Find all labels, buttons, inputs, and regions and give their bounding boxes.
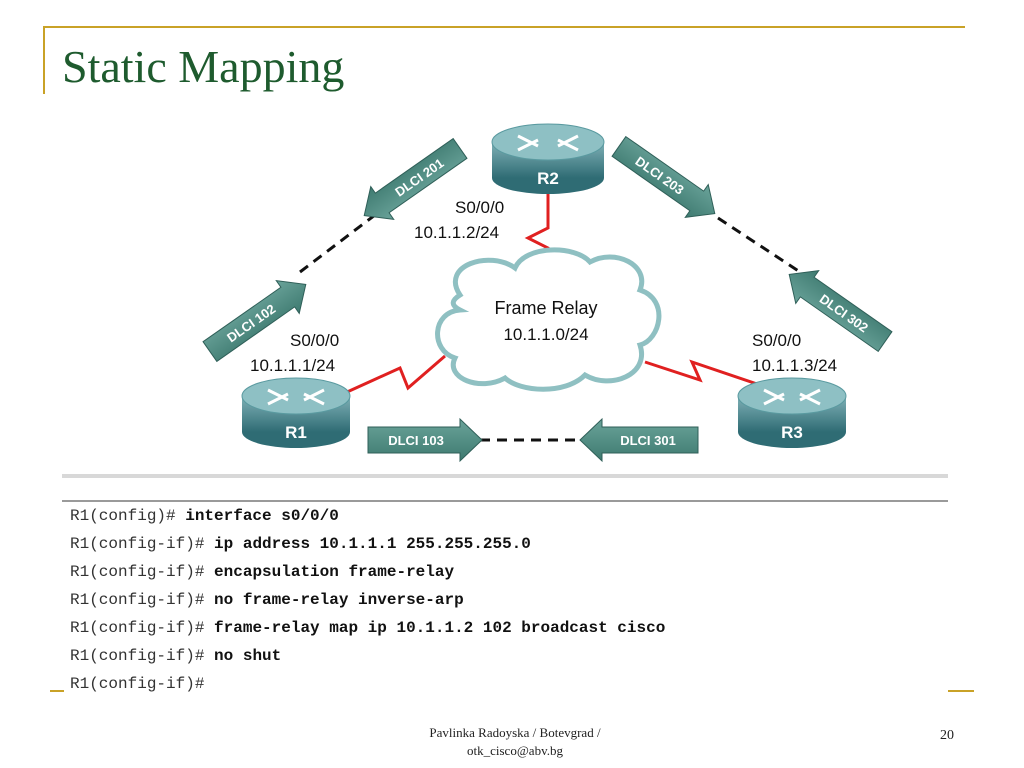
dlci-103-label: DLCI 103 xyxy=(388,433,444,448)
router-r2-label: R2 xyxy=(537,169,559,188)
router-r2[interactable]: R2 xyxy=(491,123,605,194)
dlci-203-arrow: DLCI 203 xyxy=(611,135,716,218)
dlci-102-arrow: DLCI 102 xyxy=(202,280,307,363)
router-r1-label: R1 xyxy=(285,423,307,442)
pvc-dashed-lines xyxy=(299,213,801,442)
footer-email: otk_cisco@abv.bg xyxy=(467,743,563,758)
config-panel: R1(config)# interface s0/0/0 R1(config-i… xyxy=(62,500,948,707)
frame-top-rule xyxy=(43,26,965,28)
config-line: R1(config-if)# no frame-relay inverse-ar… xyxy=(70,591,464,609)
r1-ip: 10.1.1.1/24 xyxy=(250,356,335,375)
config-line: R1(config-if)# no shut xyxy=(70,647,282,665)
router-arrows-icon xyxy=(517,134,579,152)
frame-relay-diagram: Frame Relay 10.1.1.0/24 R2 R1 R3 S0/0/0 … xyxy=(202,123,893,463)
r3-interface: S0/0/0 xyxy=(752,331,801,350)
router-arrows-icon xyxy=(763,388,821,406)
dlci-103-arrow: DLCI 103 xyxy=(367,417,483,463)
r1-interface: S0/0/0 xyxy=(290,331,339,350)
cloud-subnet: 10.1.1.0/24 xyxy=(503,325,588,344)
diagram-separator xyxy=(62,474,948,478)
cloud-label: Frame Relay xyxy=(494,298,597,318)
router-r3[interactable]: R3 xyxy=(737,377,847,448)
bottom-rule-left xyxy=(50,690,64,692)
frame-left-rule xyxy=(43,26,45,94)
config-line: R1(config-if)# ip address 10.1.1.1 255.2… xyxy=(70,535,531,553)
dlci-301-arrow: DLCI 301 xyxy=(579,417,699,463)
router-arrows-icon xyxy=(267,388,325,406)
router-r3-label: R3 xyxy=(781,423,803,442)
router-r1[interactable]: R1 xyxy=(241,377,351,448)
footer-author: Pavlinka Radoyska / Botevgrad / xyxy=(429,725,601,740)
r2-interface: S0/0/0 xyxy=(455,198,504,217)
r2-ip: 10.1.1.2/24 xyxy=(414,223,499,242)
dlci-301-label: DLCI 301 xyxy=(620,433,676,448)
config-line: R1(config-if)# frame-relay map ip 10.1.1… xyxy=(70,619,666,637)
frame-relay-cloud: Frame Relay 10.1.1.0/24 xyxy=(435,247,662,392)
config-line: R1(config)# interface s0/0/0 xyxy=(70,507,339,525)
bottom-rule-right xyxy=(948,690,974,692)
page-number: 20 xyxy=(940,728,954,743)
config-line: R1(config-if)# xyxy=(70,675,205,693)
slide-footer: Pavlinka Radoyska / Botevgrad / otk_cisc… xyxy=(390,724,640,760)
r3-ip: 10.1.1.3/24 xyxy=(752,356,837,375)
config-line: R1(config-if)# encapsulation frame-relay xyxy=(70,563,455,581)
slide-title: Static Mapping xyxy=(62,41,345,92)
